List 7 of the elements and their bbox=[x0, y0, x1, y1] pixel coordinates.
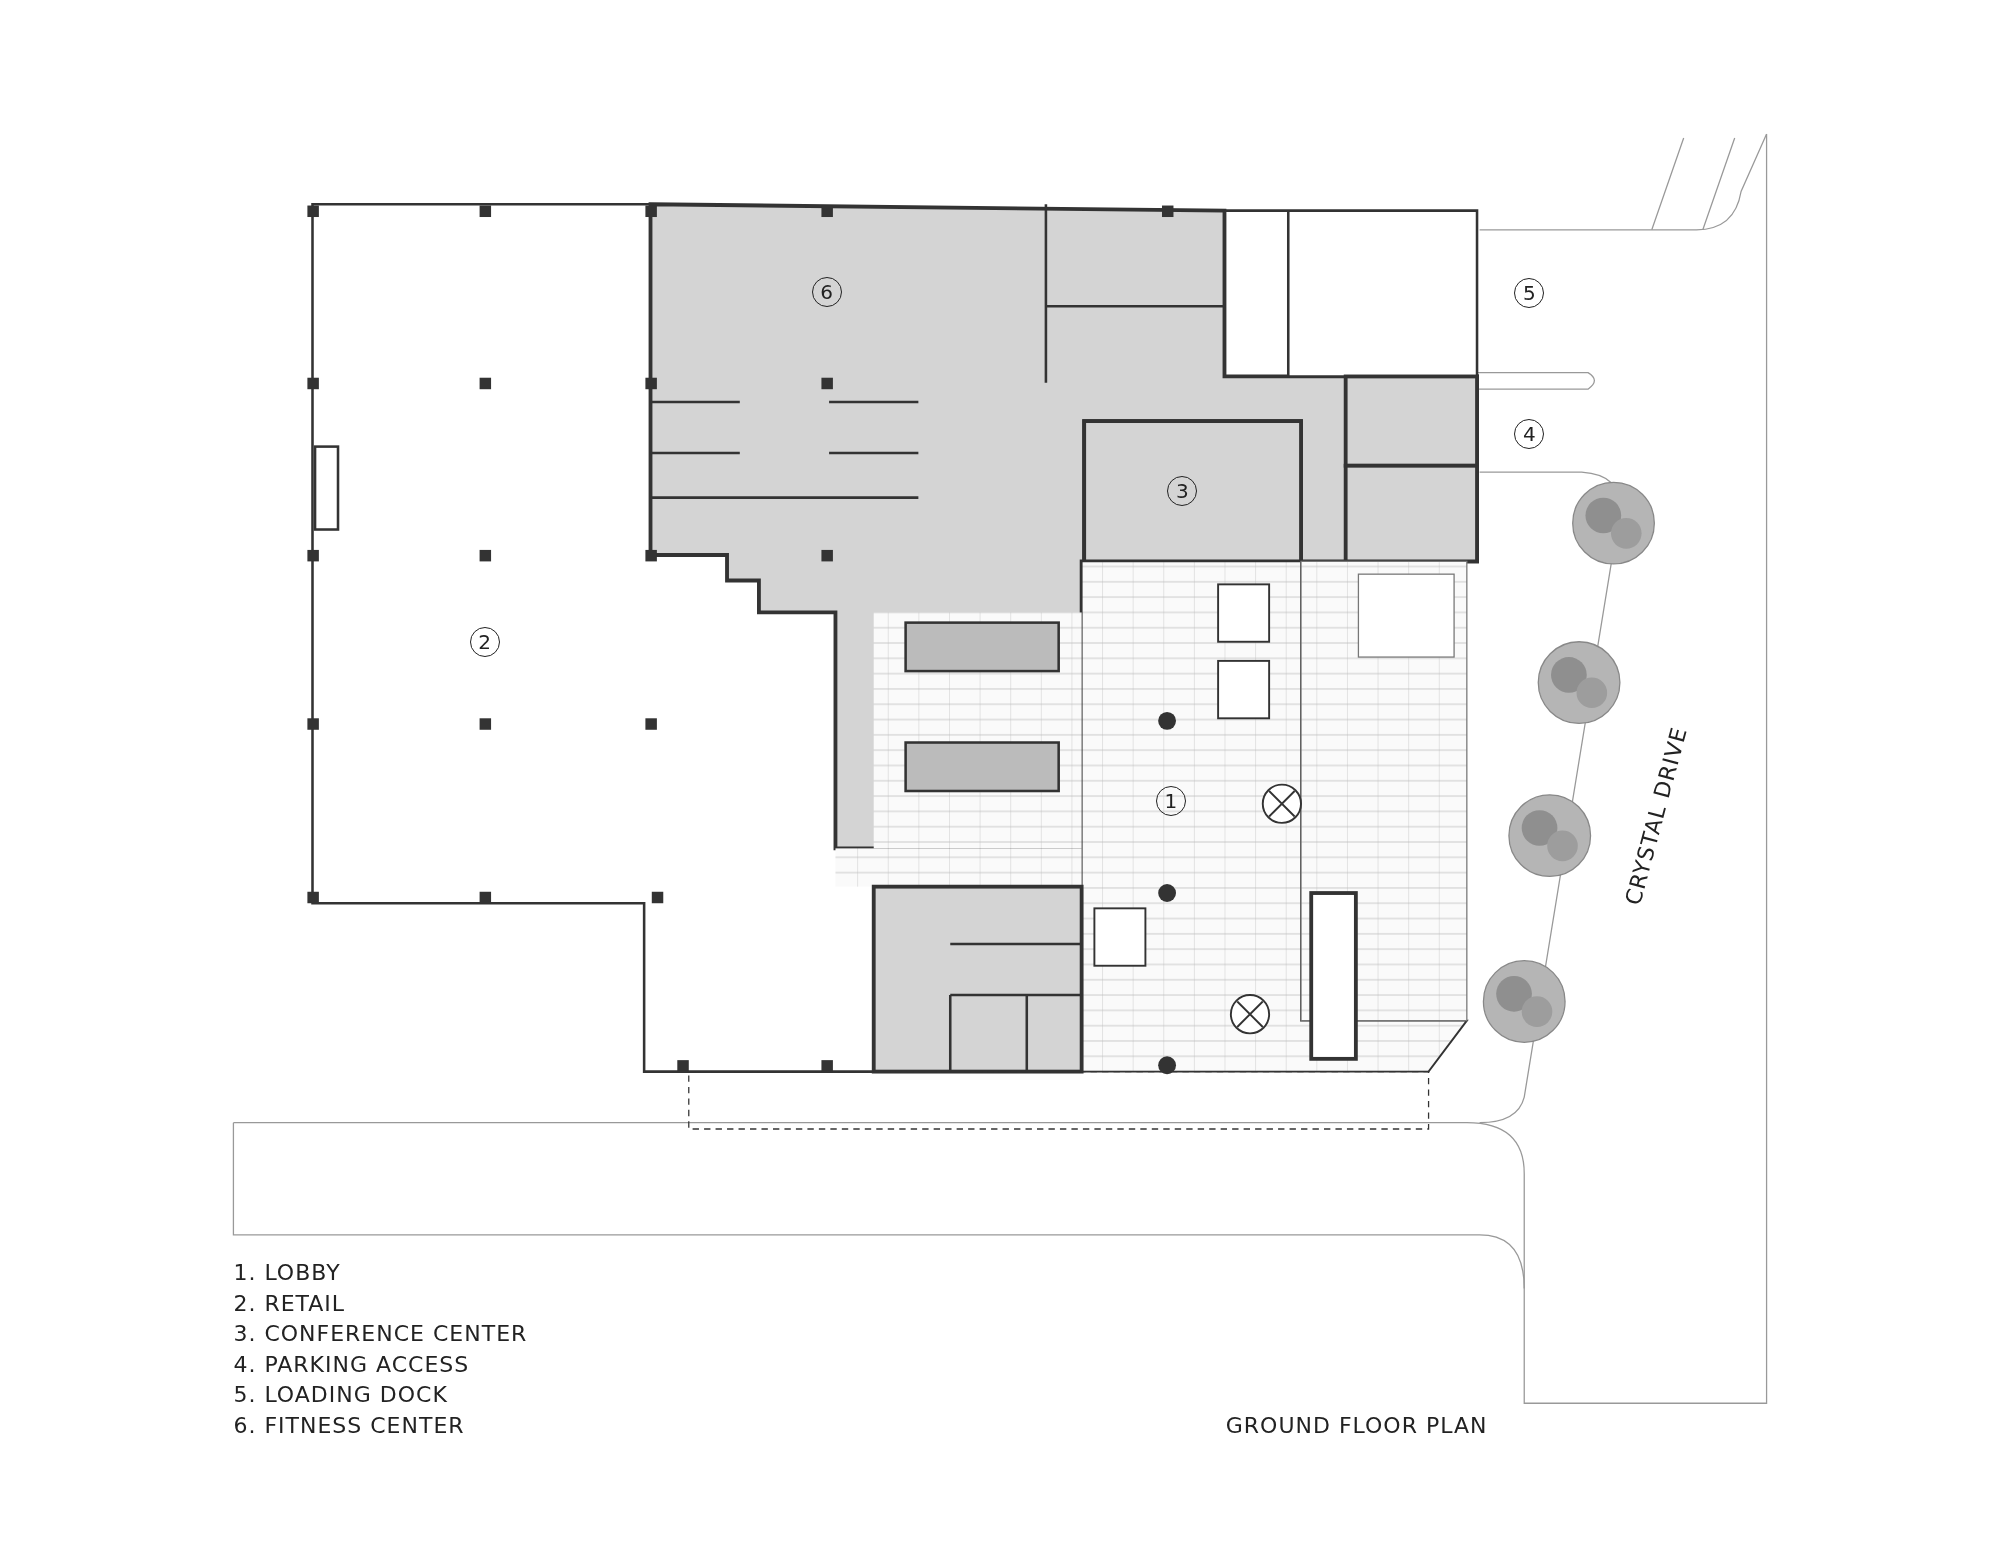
caption: GROUND FLOOR PLAN bbox=[1225, 1415, 1488, 1437]
key-entry: 4. PARKING ACCESS bbox=[233, 1353, 470, 1376]
key-entry: 6. FITNESS CENTER bbox=[233, 1415, 465, 1437]
key-entry: 3. CONFERENCE CENTER bbox=[233, 1323, 528, 1346]
key-entry: 2. RETAIL bbox=[233, 1292, 346, 1315]
key-entry: 5. LOADING DOCK bbox=[233, 1384, 448, 1407]
key-entry: 1. LOBBY bbox=[233, 1261, 341, 1284]
